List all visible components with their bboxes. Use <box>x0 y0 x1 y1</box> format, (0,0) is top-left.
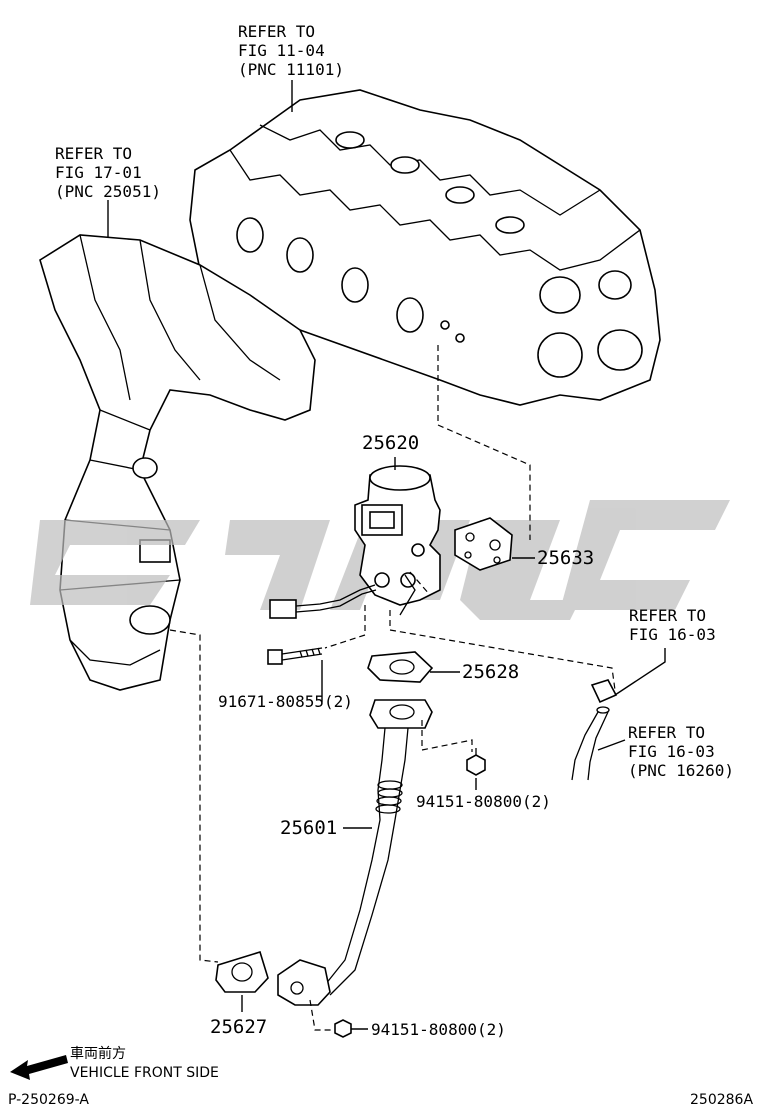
ref-manifold-2: FIG 17-01 <box>55 163 142 182</box>
left-code: P-250269-A <box>8 1092 89 1108</box>
hose-clip <box>590 679 618 704</box>
part-25628: 25628 <box>462 661 520 683</box>
front-label-en: VEHICLE FRONT SIDE <box>70 1065 219 1081</box>
gasket-25627 <box>215 950 269 993</box>
ref-clip-1: REFER TO <box>629 606 707 625</box>
part-25627: 25627 <box>210 1016 268 1038</box>
gasket-25628 <box>367 651 434 683</box>
gasket-25633 <box>454 517 513 571</box>
ref-cyl-head-3: (PNC 11101) <box>238 60 344 79</box>
nut-94151-lower <box>334 1019 352 1038</box>
dashed-guides <box>169 345 616 1031</box>
ref-manifold-1: REFER TO <box>55 144 133 163</box>
part-25633: 25633 <box>537 547 595 569</box>
egr-connector <box>269 584 377 619</box>
part-25620: 25620 <box>362 432 420 454</box>
ref-cyl-head-1: REFER TO <box>238 22 316 41</box>
hose-16260 <box>571 706 610 781</box>
arrow-left-icon <box>10 1055 68 1080</box>
nut-94151-upper <box>466 748 486 776</box>
ref-hose-1: REFER TO <box>628 723 706 742</box>
front-label-jp: 車両前方 <box>70 1046 126 1062</box>
egr-valve <box>354 465 441 616</box>
bolt-91671 <box>267 647 323 665</box>
leader-lines <box>107 80 666 1030</box>
ref-cyl-head-2: FIG 11-04 <box>238 41 325 60</box>
right-code: 250286A <box>690 1092 754 1108</box>
ref-hose-2: FIG 16-03 <box>628 742 715 761</box>
part-25601: 25601 <box>280 817 338 839</box>
egr-pipe-25601 <box>277 699 433 1006</box>
part-94151-upper: 94151-80800(2) <box>416 792 551 811</box>
part-91671: 91671-80855(2) <box>218 692 353 711</box>
ref-hose-3: (PNC 16260) <box>628 761 734 780</box>
cylinder-head <box>189 89 661 406</box>
part-94151-lower: 94151-80800(2) <box>371 1020 506 1039</box>
ref-manifold-3: (PNC 25051) <box>55 182 161 201</box>
ref-clip-2: FIG 16-03 <box>629 625 716 644</box>
